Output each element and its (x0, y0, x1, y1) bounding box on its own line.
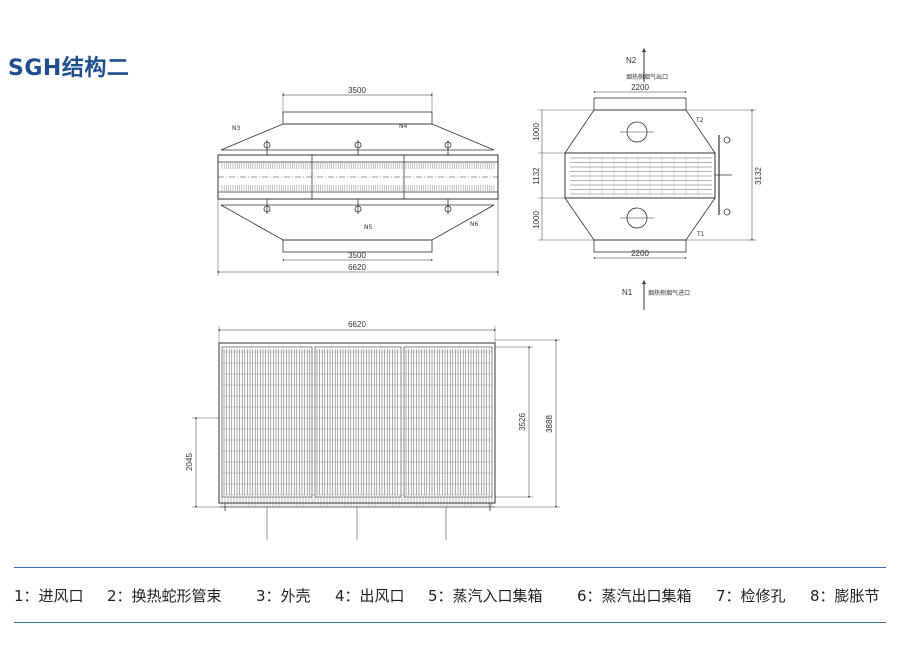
side-top-hood (564, 109, 716, 154)
front-tube-rows (221, 163, 495, 191)
legend-item-steam-inlet-header: 5：蒸汽入口集箱 (428, 587, 543, 605)
legend-item-steam-outlet-header: 6：蒸汽出口集箱 (577, 587, 692, 605)
legend-item-inlet: 1：进风口 (14, 587, 84, 605)
side-view (538, 48, 756, 310)
side-dim-left-lower: 1000 (532, 211, 541, 229)
page-title: SGH结构二 (8, 56, 130, 81)
side-bottom-hood (564, 197, 716, 241)
side-tube-coils (570, 156, 712, 196)
side-dim-left-mid: 1132 (532, 167, 541, 185)
front-bottom-hood (220, 204, 495, 241)
side-label-t2: T2 (695, 117, 704, 124)
front-top-hood (220, 123, 495, 151)
side-top-duct (593, 97, 687, 111)
legend: 1：进风口 2：换热蛇形管束 3：外壳 4：出风口 5：蒸汽入口集箱 6：蒸汽出… (0, 585, 900, 609)
legend-item-shell: 3：外壳 (256, 587, 311, 605)
legend-item-expansion-joint: 8：膨胀节 (810, 587, 880, 605)
plan-tube-bundle (221, 349, 493, 506)
side-label-n2: N2 (626, 56, 637, 65)
side-dim-right: 3132 (754, 167, 763, 185)
front-bottom-duct (282, 239, 433, 253)
front-label-n4: N4 (399, 123, 407, 130)
front-dim-bottom-total: 6620 (348, 263, 366, 272)
side-dim-left-upper: 1000 (532, 123, 541, 141)
side-bottom-duct (593, 239, 687, 253)
front-dim-top: 3500 (348, 86, 366, 95)
legend-bottom-rule (14, 622, 886, 623)
front-top-duct (282, 111, 433, 125)
legend-top-rule (14, 567, 886, 568)
plan-dim-left: 2045 (185, 453, 194, 471)
side-main-body (564, 152, 716, 199)
side-dim-top: 2200 (631, 83, 649, 92)
front-view (217, 92, 499, 276)
legend-item-manhole: 7：检修孔 (716, 587, 786, 605)
side-label-t1: T1 (696, 231, 705, 238)
plan-dim-top: 6620 (348, 320, 366, 329)
side-dim-bottom: 2200 (631, 249, 649, 258)
front-label-n6: N6 (470, 221, 478, 228)
front-label-n5: N5 (364, 224, 372, 231)
legend-item-outlet: 4：出风口 (335, 587, 405, 605)
side-text-n1: 烟热侧烟气进口 (648, 289, 690, 297)
front-label-n3: N3 (232, 125, 240, 132)
legend-item-tube-bundle: 2：换热蛇形管束 (107, 587, 222, 605)
side-label-n1: N1 (622, 288, 633, 297)
plan-dim-right-outer: 3888 (545, 415, 554, 433)
plan-dim-right-inner: 3526 (518, 413, 527, 431)
front-dim-bottom-inner: 3500 (348, 251, 366, 260)
side-text-n2: 烟热侧烟气出口 (626, 73, 668, 81)
